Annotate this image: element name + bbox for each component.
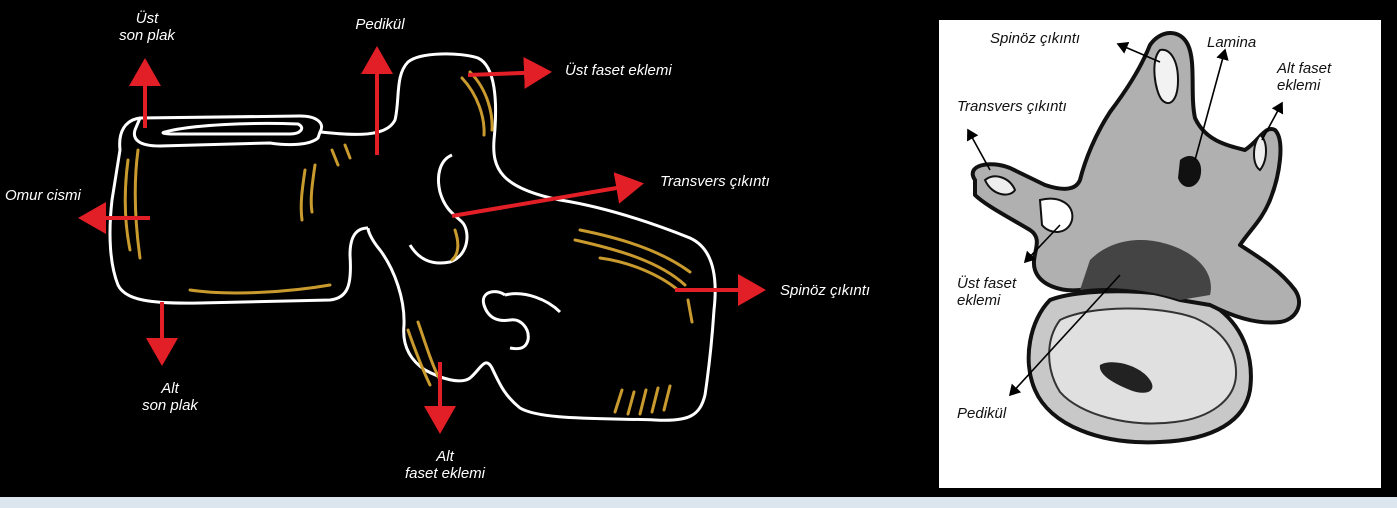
label-alt-faset-eklemi: Alt faset eklemi [380, 448, 510, 482]
label-omur-cismi: Omur cismi [5, 187, 85, 204]
bottom-border-strip [0, 497, 1397, 508]
bone-detail-strokes [125, 72, 692, 414]
label-alt-son-plak: Alt son plak [130, 380, 210, 414]
vertebral-body-outline [110, 116, 368, 303]
right-label-spinoz-cikinti: Spinöz çıkıntı [990, 30, 1080, 47]
label-arrows [82, 50, 762, 430]
posterior-elements-outline [320, 54, 715, 420]
label-ust-son-plak: Üst son plak [112, 10, 182, 44]
right-label-lamina: Lamina [1207, 34, 1256, 51]
right-label-pedikul: Pedikül [957, 405, 1006, 422]
label-pedikul: Pedikül [340, 16, 420, 33]
right-label-alt-faset-eklemi: Alt faset eklemi [1277, 60, 1331, 94]
label-transvers-cikinti: Transvers çıkıntı [660, 173, 810, 190]
right-label-transvers-cikinti: Transvers çıkıntı [957, 98, 1067, 115]
right-label-ust-faset-eklemi: Üst faset eklemi [957, 275, 1016, 309]
label-ust-faset-eklemi: Üst faset eklemi [565, 62, 705, 79]
label-spinoz-cikinti: Spinöz çıkıntı [780, 282, 900, 299]
